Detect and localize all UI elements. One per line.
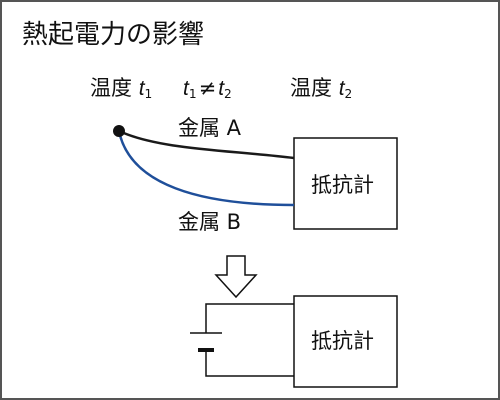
meter-label-bottom: 抵抗計 — [311, 329, 374, 353]
metal-a-label: 金属 A — [178, 116, 242, 140]
condition-label: t1≠t2 — [183, 76, 232, 102]
condition-sub-b: 2 — [224, 87, 232, 102]
meter-label-top: 抵抗計 — [311, 173, 374, 197]
metal-a-wire — [118, 129, 295, 160]
temperature-sub-right: 2 — [344, 87, 353, 102]
meter-box-top — [293, 137, 398, 230]
circuit-wire-top — [205, 303, 294, 333]
battery-icon — [190, 332, 222, 352]
meter-box-bottom — [293, 295, 398, 388]
junction-dot-icon — [113, 125, 125, 137]
metal-b-label: 金属 B — [178, 210, 242, 234]
circuit-wire-bottom — [205, 350, 294, 377]
temperature-var-right: t — [338, 77, 345, 100]
temperature-t1-label: 温度 t1 — [90, 76, 153, 102]
temperature-word-right: 温度 — [290, 76, 332, 100]
down-arrow-icon — [214, 255, 258, 299]
condition-sub-a: 1 — [188, 87, 197, 102]
temperature-sub-left: 1 — [144, 87, 153, 102]
temperature-t2-label: 温度 t2 — [290, 76, 353, 102]
condition-operator: ≠ — [198, 76, 217, 100]
temperature-word-left: 温度 — [90, 76, 132, 100]
condition-var-a: t — [183, 77, 189, 100]
diagram-title: 熱起電力の影響 — [22, 20, 205, 50]
condition-var-b: t — [218, 77, 225, 100]
metal-b-wire — [117, 130, 295, 207]
temperature-var-left: t — [138, 77, 145, 100]
